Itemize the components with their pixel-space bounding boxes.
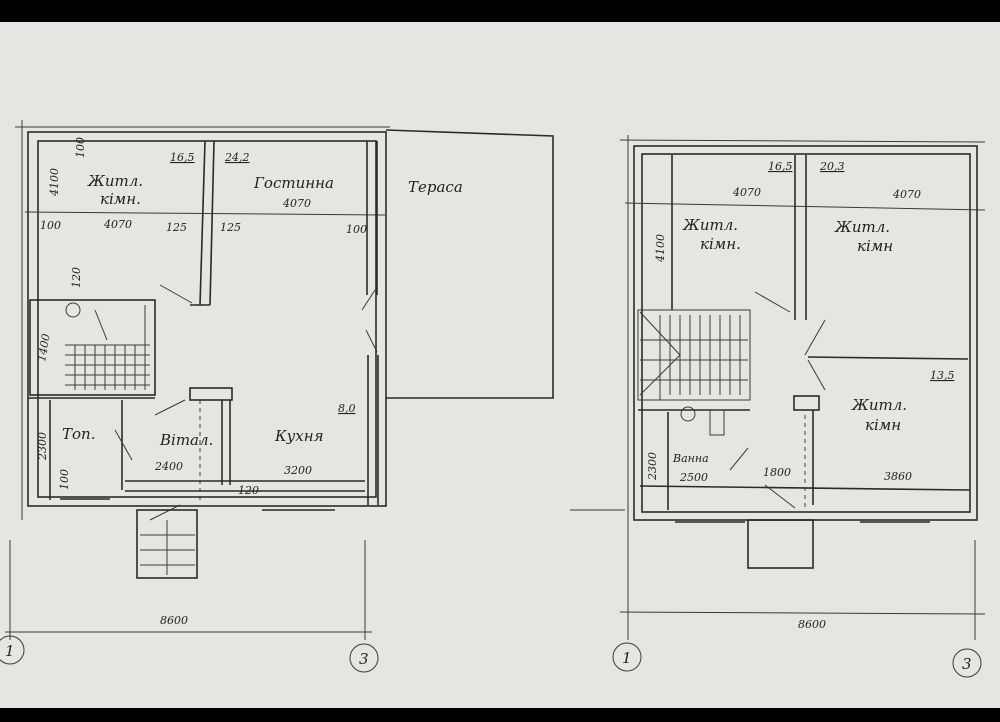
area-living: 24,2 [224, 151, 250, 164]
dim-bedroom1-width: 4070 [732, 186, 761, 199]
room-label-terrace: Тераса [408, 178, 463, 196]
area-bedroom3-upper: 13,5 [930, 369, 955, 382]
room-label-hall: Вітал. [159, 431, 213, 449]
dim-125-right: 125 [220, 221, 241, 234]
dim-bedroom2-width: 4070 [892, 188, 921, 201]
room-label-bedroom2-line2: кімн [857, 237, 893, 255]
dim-2300: 2300 [36, 432, 49, 461]
dim-4100: 4100 [48, 168, 61, 197]
dim-2300-upper: 2300 [646, 452, 659, 481]
plan-upper-floor: 16,5 20,3 4070 4070 Житл. кімн. Житл. кі… [570, 135, 986, 678]
room-label-bedroom-line2: кімн. [100, 190, 141, 208]
dim-120-bottom: 120 [238, 484, 259, 497]
walls-ground [0, 120, 554, 673]
room-label-bedroom3-line2: кімн [865, 416, 901, 434]
area-bedroom1-upper: 16,5 [768, 160, 793, 173]
axis-marker-1: 1 [5, 642, 15, 660]
dim-3200: 3200 [284, 464, 312, 477]
room-label-bedroom-line1: Житл. [87, 172, 143, 190]
dim-4100-upper: 4100 [654, 234, 667, 263]
area-kitchen: 8,0 [338, 402, 356, 415]
axis-marker-1-upper: 1 [622, 649, 632, 667]
dim-2400: 2400 [154, 460, 183, 473]
paper-sheet [0, 22, 1000, 708]
staircase-ground [65, 302, 150, 390]
room-label-kitchen: Кухня [274, 427, 324, 445]
axis-marker-3: 3 [359, 650, 369, 668]
dim-100-top: 100 [74, 137, 87, 158]
dim-125-left: 125 [166, 221, 187, 234]
dim-100-right: 100 [346, 223, 367, 236]
dim-4070: 4070 [103, 218, 132, 231]
dim-100-bottom: 100 [58, 469, 71, 490]
room-label-bedroom1-line2: кімн. [700, 235, 741, 253]
room-label-bedroom3-line1: Житл. [851, 396, 907, 414]
dim-120: 120 [70, 267, 83, 288]
dim-total-width-upper: 8600 [798, 618, 826, 631]
room-label-living: Гостинна [253, 174, 334, 192]
axis-marker-3-upper: 3 [962, 655, 972, 673]
room-label-bathroom: Ванна [672, 452, 709, 465]
staircase-upper [637, 309, 751, 422]
room-label-bedroom1-line1: Житл. [682, 216, 738, 234]
walls-upper [570, 135, 986, 678]
plan-ground-floor: Житл. кімн. 16,5 24,2 Гостинна 4070 Тера… [0, 120, 554, 673]
area-bedroom2-upper: 20,3 [819, 160, 845, 173]
room-label-bedroom2-line1: Житл. [834, 218, 890, 236]
room-label-boiler: Топ. [62, 425, 95, 443]
dim-1400: 1400 [35, 333, 53, 363]
area-bedroom: 16,5 [170, 151, 195, 164]
dim-100-left: 100 [40, 219, 61, 232]
dim-bedroom3-width: 3860 [884, 470, 912, 483]
dim-living-width: 4070 [282, 197, 311, 210]
dim-bathroom-width: 2500 [679, 471, 708, 484]
dim-1800: 1800 [763, 466, 791, 479]
dim-total-width: 8600 [160, 614, 188, 627]
